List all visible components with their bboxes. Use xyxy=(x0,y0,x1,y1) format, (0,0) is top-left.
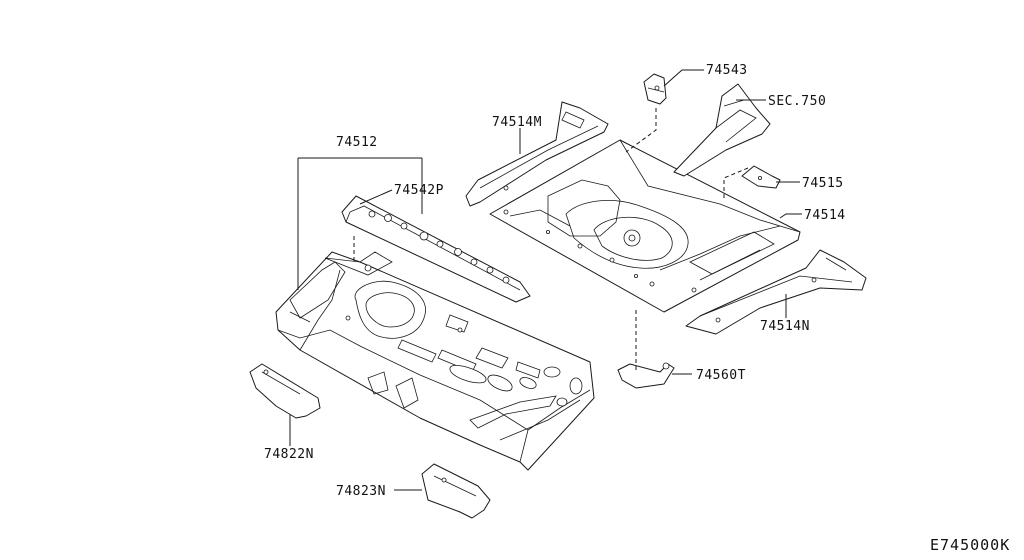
callout-74543: 74543 xyxy=(706,63,748,78)
callout-labels: 74512 74542P 74514M 74543 SEC.750 74515 … xyxy=(264,63,1010,554)
callout-74514n: 74514N xyxy=(760,319,810,334)
bracket-74543-part xyxy=(643,73,667,105)
side-member-left-part xyxy=(465,101,609,207)
side-member-right-part xyxy=(685,249,867,335)
diagram-code: E745000K xyxy=(930,536,1010,554)
callout-74514: 74514 xyxy=(804,208,846,223)
main-floor-pan-part xyxy=(489,139,801,313)
callout-74515: 74515 xyxy=(802,176,844,191)
rear-panel-reinforcement-part xyxy=(673,83,771,177)
callout-sec-750: SEC.750 xyxy=(768,94,826,109)
callout-74823n: 74823N xyxy=(336,484,386,499)
bracket-74822n-part xyxy=(249,363,321,419)
callout-74560t: 74560T xyxy=(696,368,746,383)
bracket-74560t-part xyxy=(617,362,675,389)
callout-74542p: 74542P xyxy=(394,183,444,198)
callout-leader-lines xyxy=(289,69,802,491)
bracket-74823n-part xyxy=(421,463,491,519)
cross-member-part xyxy=(341,195,531,303)
assembly-guide-lines xyxy=(353,108,749,372)
callout-74822n: 74822N xyxy=(264,447,314,462)
bracket-74515-part xyxy=(741,165,781,189)
rear-floor-pan-part xyxy=(275,251,595,471)
callout-74512: 74512 xyxy=(336,135,378,150)
callout-74514m: 74514M xyxy=(492,115,542,130)
